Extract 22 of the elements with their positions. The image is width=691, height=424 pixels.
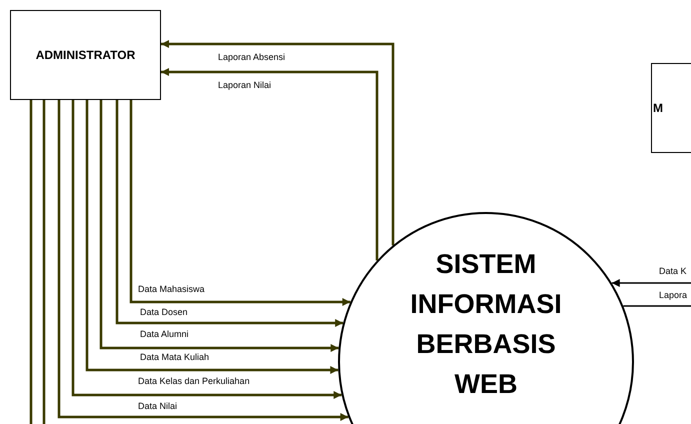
data-flow-line (42, 100, 46, 424)
data-flow-line (623, 305, 691, 307)
data-flow-arrow (116, 100, 344, 327)
edge-label: Data K (659, 266, 687, 277)
data-flow-arrow (612, 279, 691, 287)
data-flow-arrow (130, 100, 350, 306)
edge-label: Lapora (659, 290, 688, 301)
entity-name: M (653, 101, 663, 115)
edge-label: Data Dosen (140, 307, 188, 318)
entity-box (10, 10, 161, 100)
edge-label: Laporan Absensi (218, 52, 286, 63)
edge-label: Laporan Nilai (218, 80, 272, 91)
process-name: SISTEM INFORMASI BERBASIS WEB (409, 248, 563, 401)
entity-name: ADMINISTRATOR (36, 48, 136, 62)
edge-label: Data Mahasiswa (138, 284, 205, 295)
edge-label: Data Mata Kuliah (140, 352, 210, 363)
data-flow-line (30, 100, 32, 424)
edge-label: Data Kelas dan Perkuliahan (138, 376, 250, 387)
data-flow-arrow (161, 40, 394, 246)
data-flow-arrow (161, 68, 378, 261)
edge-label: Data Nilai (138, 401, 178, 412)
edge-label: Data Alumni (140, 329, 189, 340)
